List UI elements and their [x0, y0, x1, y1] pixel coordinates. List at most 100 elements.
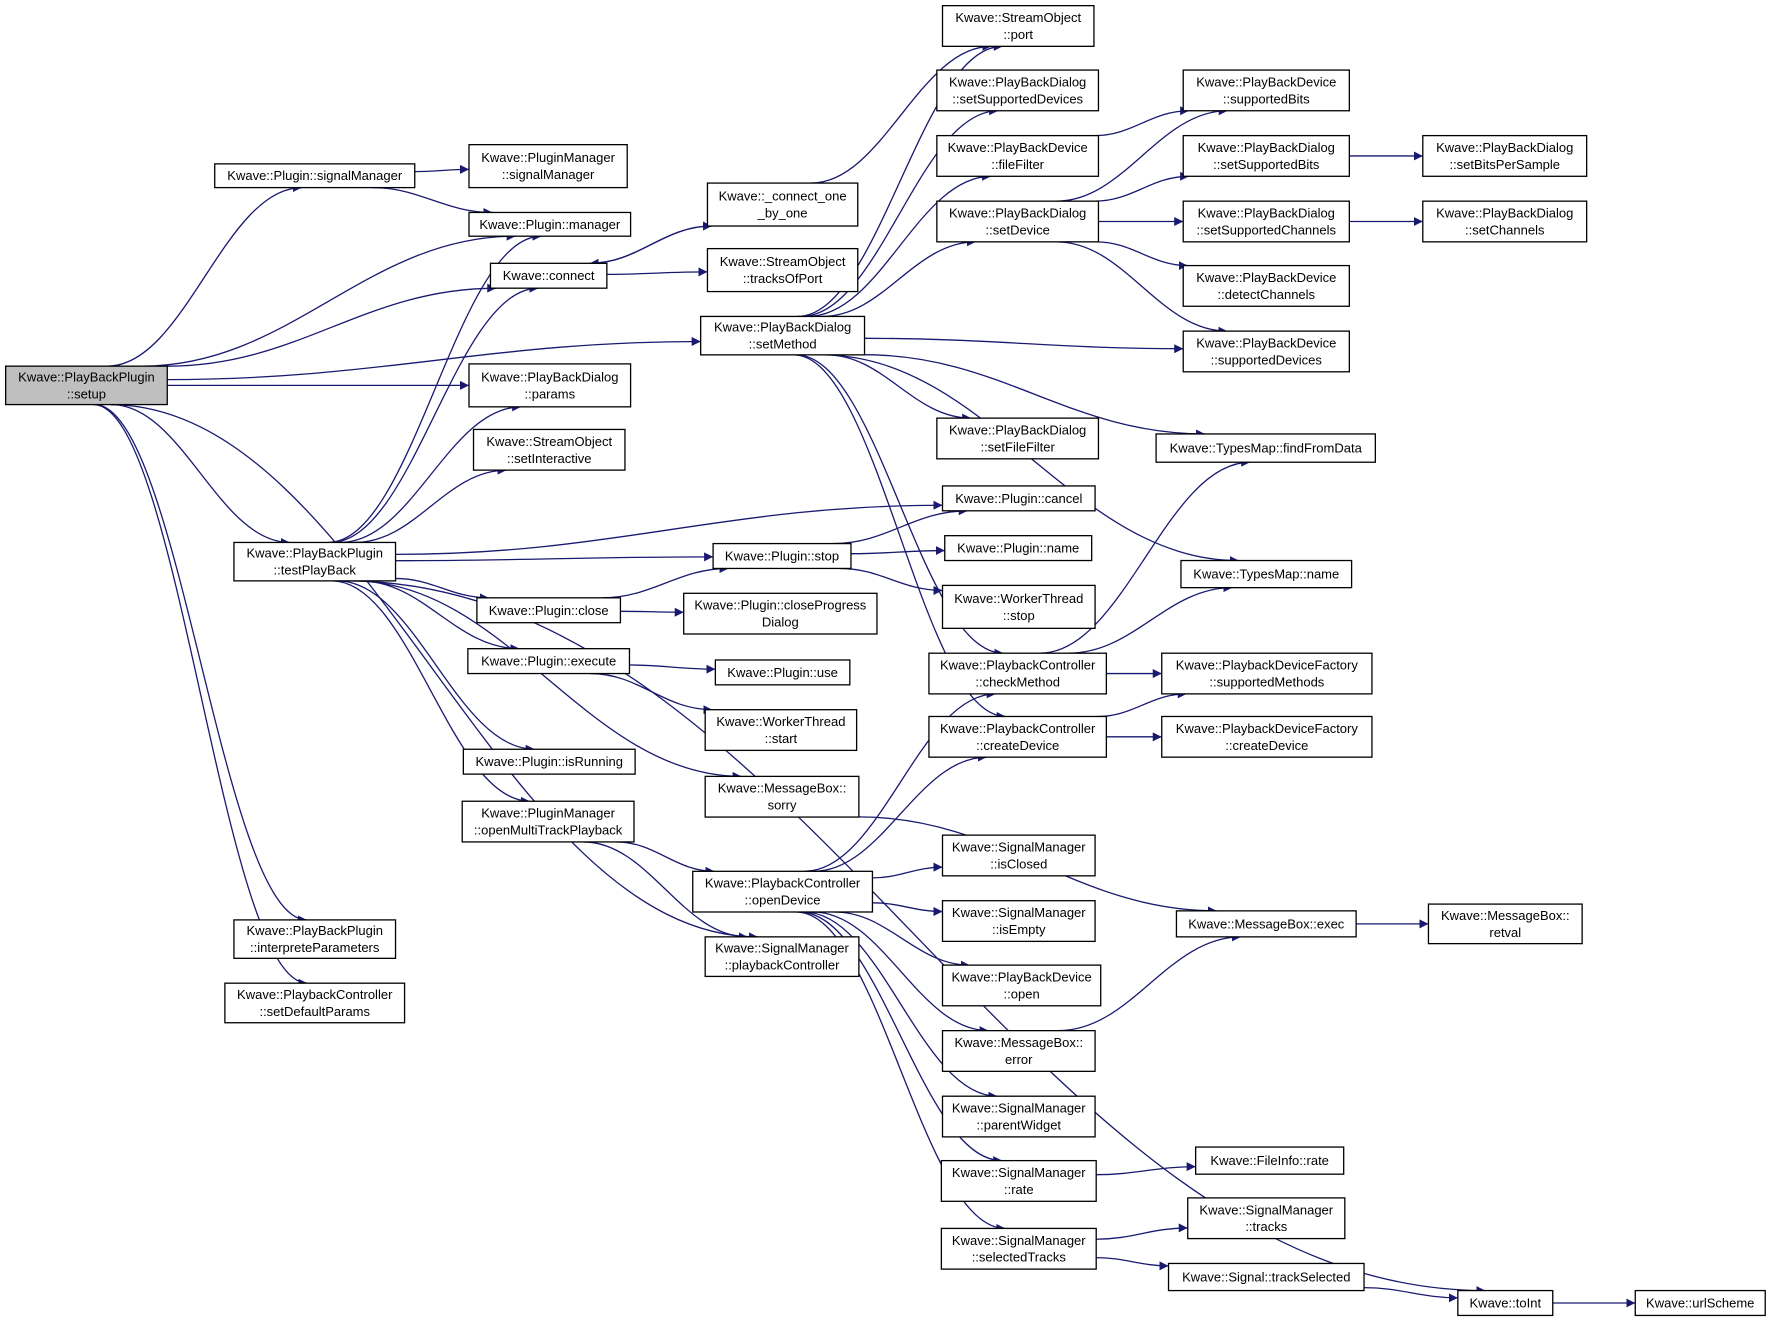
node-setSupportedChannels[interactable]: Kwave::PlayBackDialog::setSupportedChann…: [1182, 200, 1350, 243]
node-connect[interactable]: Kwave::connect: [489, 262, 608, 289]
node-openMultiTrack[interactable]: Kwave::PluginManager::openMultiTrackPlay…: [461, 800, 635, 843]
node-connectOne[interactable]: Kwave::_connect_one_by_one: [706, 182, 859, 227]
edge-close-to-stop: [602, 563, 729, 599]
node-setSupportedBits[interactable]: Kwave::PlayBackDialog::setSupportedBits: [1182, 134, 1350, 177]
node-setDevice[interactable]: Kwave::PlayBackDialog::setDevice: [936, 200, 1100, 243]
node-parentWidget[interactable]: Kwave::SignalManager::parentWidget: [941, 1095, 1096, 1138]
node-sorry[interactable]: Kwave::MessageBox::sorry: [704, 775, 860, 818]
node-findFromData[interactable]: Kwave::TypesMap::findFromData: [1155, 433, 1376, 463]
edge-setDevice-to-supportedBits: [1056, 106, 1228, 202]
edge-openDevice-to-createDevice: [813, 752, 987, 872]
edge-testPlayBack-to-cancel: [395, 500, 943, 556]
node-smTracks[interactable]: Kwave::SignalManager::tracks: [1187, 1197, 1346, 1240]
node-createDevice[interactable]: Kwave::PlaybackController::createDevice: [928, 715, 1108, 758]
node-typesMapName[interactable]: Kwave::TypesMap::name: [1180, 559, 1353, 589]
edge-setup-to-signalManager: [107, 183, 302, 367]
node-supportedDevices[interactable]: Kwave::PlayBackDevice::supportedDevices: [1182, 330, 1350, 373]
node-label: Kwave::Signal::trackSelected: [1182, 1270, 1350, 1285]
node-msgError[interactable]: Kwave::MessageBox::error: [941, 1030, 1096, 1072]
node-use[interactable]: Kwave::Plugin::use: [714, 659, 851, 686]
node-factoryCreateDevice[interactable]: Kwave::PlaybackDeviceFactory::createDevi…: [1161, 715, 1373, 758]
node-isClosed[interactable]: Kwave::SignalManager::isClosed: [941, 834, 1096, 877]
node-label: Kwave::Plugin::cancel: [955, 491, 1082, 506]
node-box: [692, 870, 874, 913]
node-retval[interactable]: Kwave::MessageBox::retval: [1427, 903, 1583, 945]
node-interpreteParameters[interactable]: Kwave::PlayBackPlugin::interpreteParamet…: [233, 919, 397, 959]
node-label: ::openMultiTrackPlayback: [474, 823, 623, 838]
node-box: [1422, 134, 1588, 177]
node-box: [468, 363, 632, 408]
node-close[interactable]: Kwave::Plugin::close: [476, 597, 622, 624]
node-label: ::createDevice: [1225, 738, 1308, 753]
node-selectedTracks[interactable]: Kwave::SignalManager::selectedTracks: [940, 1227, 1097, 1270]
node-isEmpty[interactable]: Kwave::SignalManager::isEmpty: [941, 900, 1096, 943]
node-label: ::setSupportedDevices: [952, 91, 1083, 106]
node-setInteractive[interactable]: Kwave::StreamObject::setInteractive: [472, 428, 626, 471]
node-setDefaultParams[interactable]: Kwave::PlaybackController::setDefaultPar…: [224, 982, 406, 1024]
node-tracksOfPort[interactable]: Kwave::StreamObject::tracksOfPort: [706, 247, 859, 293]
node-setSupportedDevices[interactable]: Kwave::PlayBackDialog::setSupportedDevic…: [936, 69, 1100, 112]
node-execute[interactable]: Kwave::Plugin::execute: [467, 648, 631, 675]
node-setBitsPerSample[interactable]: Kwave::PlayBackDialog::setBitsPerSample: [1422, 134, 1588, 177]
node-box: [941, 964, 1102, 1007]
node-openDevice[interactable]: Kwave::PlaybackController::openDevice: [692, 870, 874, 913]
node-port[interactable]: Kwave::StreamObject::port: [941, 5, 1095, 47]
node-pmSignalManager[interactable]: Kwave::PluginManager::signalManager: [468, 144, 628, 189]
edge-openDevice-to-selectedTracks: [796, 911, 1006, 1233]
node-detectChannels[interactable]: Kwave::PlayBackDevice::detectChannels: [1182, 264, 1350, 307]
node-box: [936, 417, 1100, 460]
node-label: ::isEmpty: [992, 922, 1046, 937]
node-testPlayBack[interactable]: Kwave::PlayBackPlugin::testPlayBack: [233, 541, 397, 582]
node-params[interactable]: Kwave::PlayBackDialog::params: [468, 363, 632, 408]
node-label: Kwave::MessageBox::: [718, 781, 847, 796]
node-workerStop[interactable]: Kwave::WorkerThread::stop: [941, 584, 1096, 629]
edge-selectedTracks-to-trackSelected: [1096, 1256, 1169, 1271]
node-deviceOpen[interactable]: Kwave::PlayBackDevice::open: [941, 964, 1102, 1007]
edge-setMethod-to-setSupportedDevices: [801, 106, 999, 318]
node-box: [941, 1095, 1096, 1138]
node-signalManager[interactable]: Kwave::Plugin::signalManager: [214, 163, 416, 189]
node-workerStart[interactable]: Kwave::WorkerThread::start: [704, 709, 858, 752]
node-urlScheme[interactable]: Kwave::urlScheme: [1634, 1289, 1766, 1317]
node-pluginName[interactable]: Kwave::Plugin::name: [944, 535, 1093, 562]
node-box: [1182, 69, 1350, 112]
node-playbackController[interactable]: Kwave::SignalManager::playbackController: [704, 936, 860, 978]
node-checkMethod[interactable]: Kwave::PlaybackController::checkMethod: [928, 652, 1108, 695]
node-box: [941, 900, 1096, 943]
node-label: Kwave::SignalManager: [952, 905, 1086, 920]
edge-setDevice-to-setSupportedBits: [1094, 171, 1190, 202]
edge-execute-to-workerStart: [590, 672, 713, 715]
node-box: [476, 597, 622, 624]
node-label: Kwave::PlayBackDevice: [1196, 335, 1336, 350]
node-stop[interactable]: Kwave::Plugin::stop: [712, 542, 852, 570]
node-setChannels[interactable]: Kwave::PlayBackDialog::setChannels: [1422, 200, 1588, 243]
node-supportedBits[interactable]: Kwave::PlayBackDevice::supportedBits: [1182, 69, 1350, 112]
node-box: [936, 134, 1100, 177]
node-smRate[interactable]: Kwave::SignalManager::rate: [940, 1159, 1097, 1202]
node-fileFilter[interactable]: Kwave::PlayBackDevice::fileFilter: [936, 134, 1100, 177]
node-label: Kwave::Plugin::execute: [481, 654, 616, 669]
node-label: Kwave::WorkerThread: [716, 714, 845, 729]
edge-createDevice-to-supportedMethods: [1097, 689, 1187, 718]
edge-setMethod-to-port: [797, 41, 1003, 318]
node-box: [940, 1227, 1097, 1270]
node-msgExec[interactable]: Kwave::MessageBox::exec: [1175, 910, 1357, 938]
edge-setup-to-manager: [141, 231, 516, 367]
node-setup[interactable]: Kwave::PlayBackPlugin::setup: [5, 365, 168, 406]
node-cancel[interactable]: Kwave::Plugin::cancel: [941, 485, 1096, 512]
node-setFileFilter[interactable]: Kwave::PlayBackDialog::setFileFilter: [936, 417, 1100, 460]
node-manager[interactable]: Kwave::Plugin::manager: [468, 211, 632, 237]
edge-openDevice-to-msgError: [812, 911, 989, 1036]
node-fileInfoRate[interactable]: Kwave::FileInfo::rate: [1194, 1146, 1345, 1175]
node-label: Kwave::TypesMap::name: [1193, 567, 1339, 582]
node-trackSelected[interactable]: Kwave::Signal::trackSelected: [1167, 1262, 1365, 1292]
edge-checkMethod-to-findFromData: [1040, 457, 1251, 654]
node-isRunning[interactable]: Kwave::Plugin::isRunning: [462, 748, 636, 775]
node-supportedMethods[interactable]: Kwave::PlaybackDeviceFactory::supportedM…: [1161, 652, 1373, 695]
node-label: sorry: [768, 798, 797, 813]
node-label: Kwave::PlayBackDialog: [714, 320, 851, 335]
node-setMethod[interactable]: Kwave::PlayBackDialog::setMethod: [700, 315, 866, 356]
node-toInt[interactable]: Kwave::toInt: [1457, 1289, 1554, 1317]
node-label: Kwave::PlayBackDialog: [1436, 140, 1573, 155]
